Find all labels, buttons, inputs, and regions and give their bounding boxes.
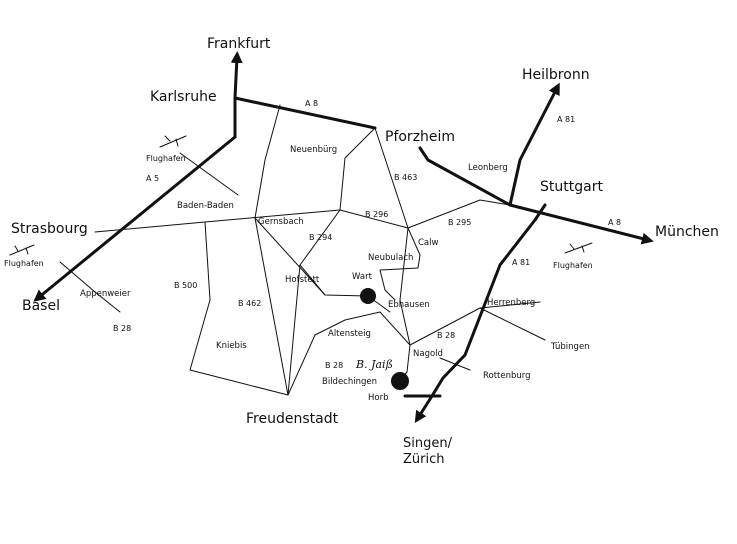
label-bildechingen: Bildechingen	[322, 377, 377, 387]
label-leonberg: Leonberg	[468, 163, 508, 173]
label-strasbourg: Strasbourg	[11, 221, 88, 237]
road-altensteig-freudenstadt	[287, 311, 381, 396]
label-altensteig: Altensteig	[328, 329, 371, 339]
road-herrenberg-tuebingen	[479, 307, 546, 341]
label-b28-west: B 28	[113, 324, 131, 333]
label-horb: Horb	[368, 393, 388, 403]
label-basel: Basel	[22, 298, 60, 314]
route-a5-basel	[33, 135, 237, 302]
road-gernsbach-freudenstadt	[254, 217, 289, 396]
label-zuerich: Zürich	[403, 452, 445, 467]
road-pforzheim-neuenbuerg	[339, 127, 376, 211]
label-a8-east: A 8	[608, 218, 621, 227]
label-airport-strasbourg: Flughafen	[4, 259, 44, 268]
label-gernsbach: Gernsbach	[258, 217, 304, 227]
label-singen: Singen/	[403, 436, 453, 451]
label-freudenstadt: Freudenstadt	[246, 411, 339, 427]
label-appenweier: Appenweier	[80, 289, 131, 299]
label-a81-north: A 81	[557, 115, 575, 124]
road-b500	[189, 221, 289, 396]
label-herrenberg: Herrenberg	[487, 298, 535, 308]
label-b294: B 294	[309, 233, 332, 242]
label-kniebis: Kniebis	[216, 341, 247, 351]
road-b295	[407, 199, 511, 229]
road-karlsruhe-gernsbach	[254, 104, 281, 219]
label-tuebingen: Tübingen	[550, 342, 590, 352]
label-b28-nagold: B 28	[437, 331, 455, 340]
label-karlsruhe: Karlsruhe	[150, 89, 217, 105]
label-brand: B. Jaiß	[355, 358, 393, 371]
label-stuttgart: Stuttgart	[540, 179, 603, 195]
label-b462: B 462	[238, 299, 261, 308]
label-heilbronn: Heilbronn	[522, 67, 590, 83]
road-b463	[374, 127, 421, 256]
label-calw: Calw	[418, 238, 439, 248]
route-a8-pforzheim-muenchen	[418, 146, 654, 245]
road-calw-neubulach	[379, 254, 421, 301]
label-a5: A 5	[146, 174, 159, 183]
label-b28-south: B 28	[325, 361, 343, 370]
label-muenchen: München	[655, 224, 719, 240]
location-dot-bildechingen	[391, 372, 409, 390]
airplane-icon	[9, 244, 35, 256]
road-b462	[254, 217, 326, 296]
label-neuenbuerg: Neuenbürg	[290, 145, 337, 155]
label-nagold: Nagold	[413, 349, 443, 359]
road-altensteig-nagold	[379, 311, 411, 346]
road-b296	[339, 209, 409, 229]
road-nagold-rottenburg	[439, 357, 471, 371]
airplane-icon	[159, 135, 187, 148]
label-rottenburg: Rottenburg	[483, 371, 531, 381]
label-neubulach: Neubulach	[368, 253, 413, 263]
label-baden-baden: Baden-Baden	[177, 201, 234, 211]
airport-karlsruhe	[159, 135, 187, 148]
label-ebhausen: Ebhausen	[388, 300, 430, 310]
label-airport-stuttgart: Flughafen	[553, 261, 593, 270]
label-a8-west: A 8	[305, 99, 318, 108]
airport-stuttgart	[564, 242, 593, 254]
road-calw-nagold	[399, 227, 411, 346]
label-b500: B 500	[174, 281, 197, 290]
road-appenweier	[59, 261, 121, 313]
label-wart: Wart	[352, 272, 373, 282]
road-hofstett-ebhausen	[299, 264, 391, 313]
label-b296: B 296	[365, 210, 388, 219]
label-frankfurt: Frankfurt	[207, 36, 271, 52]
location-dot-wart	[360, 288, 376, 304]
label-pforzheim: Pforzheim	[385, 129, 455, 145]
road-karlsruhe-badenbaden	[179, 152, 239, 196]
label-hofstett: Hofstett	[285, 275, 320, 285]
road-a5-b500	[94, 209, 341, 233]
label-b295: B 295	[448, 218, 471, 227]
route-a8-karlsruhe-pforzheim	[233, 96, 377, 130]
label-b463: B 463	[394, 173, 417, 182]
airport-strasbourg	[9, 244, 35, 256]
route-a81-heilbronn	[508, 82, 560, 207]
route-a81-singen	[414, 203, 547, 424]
label-airport-karlsruhe: Flughafen	[146, 154, 186, 163]
airplane-icon	[564, 242, 593, 254]
motorways	[33, 51, 654, 424]
roads	[59, 104, 546, 396]
label-a81-south: A 81	[512, 258, 530, 267]
